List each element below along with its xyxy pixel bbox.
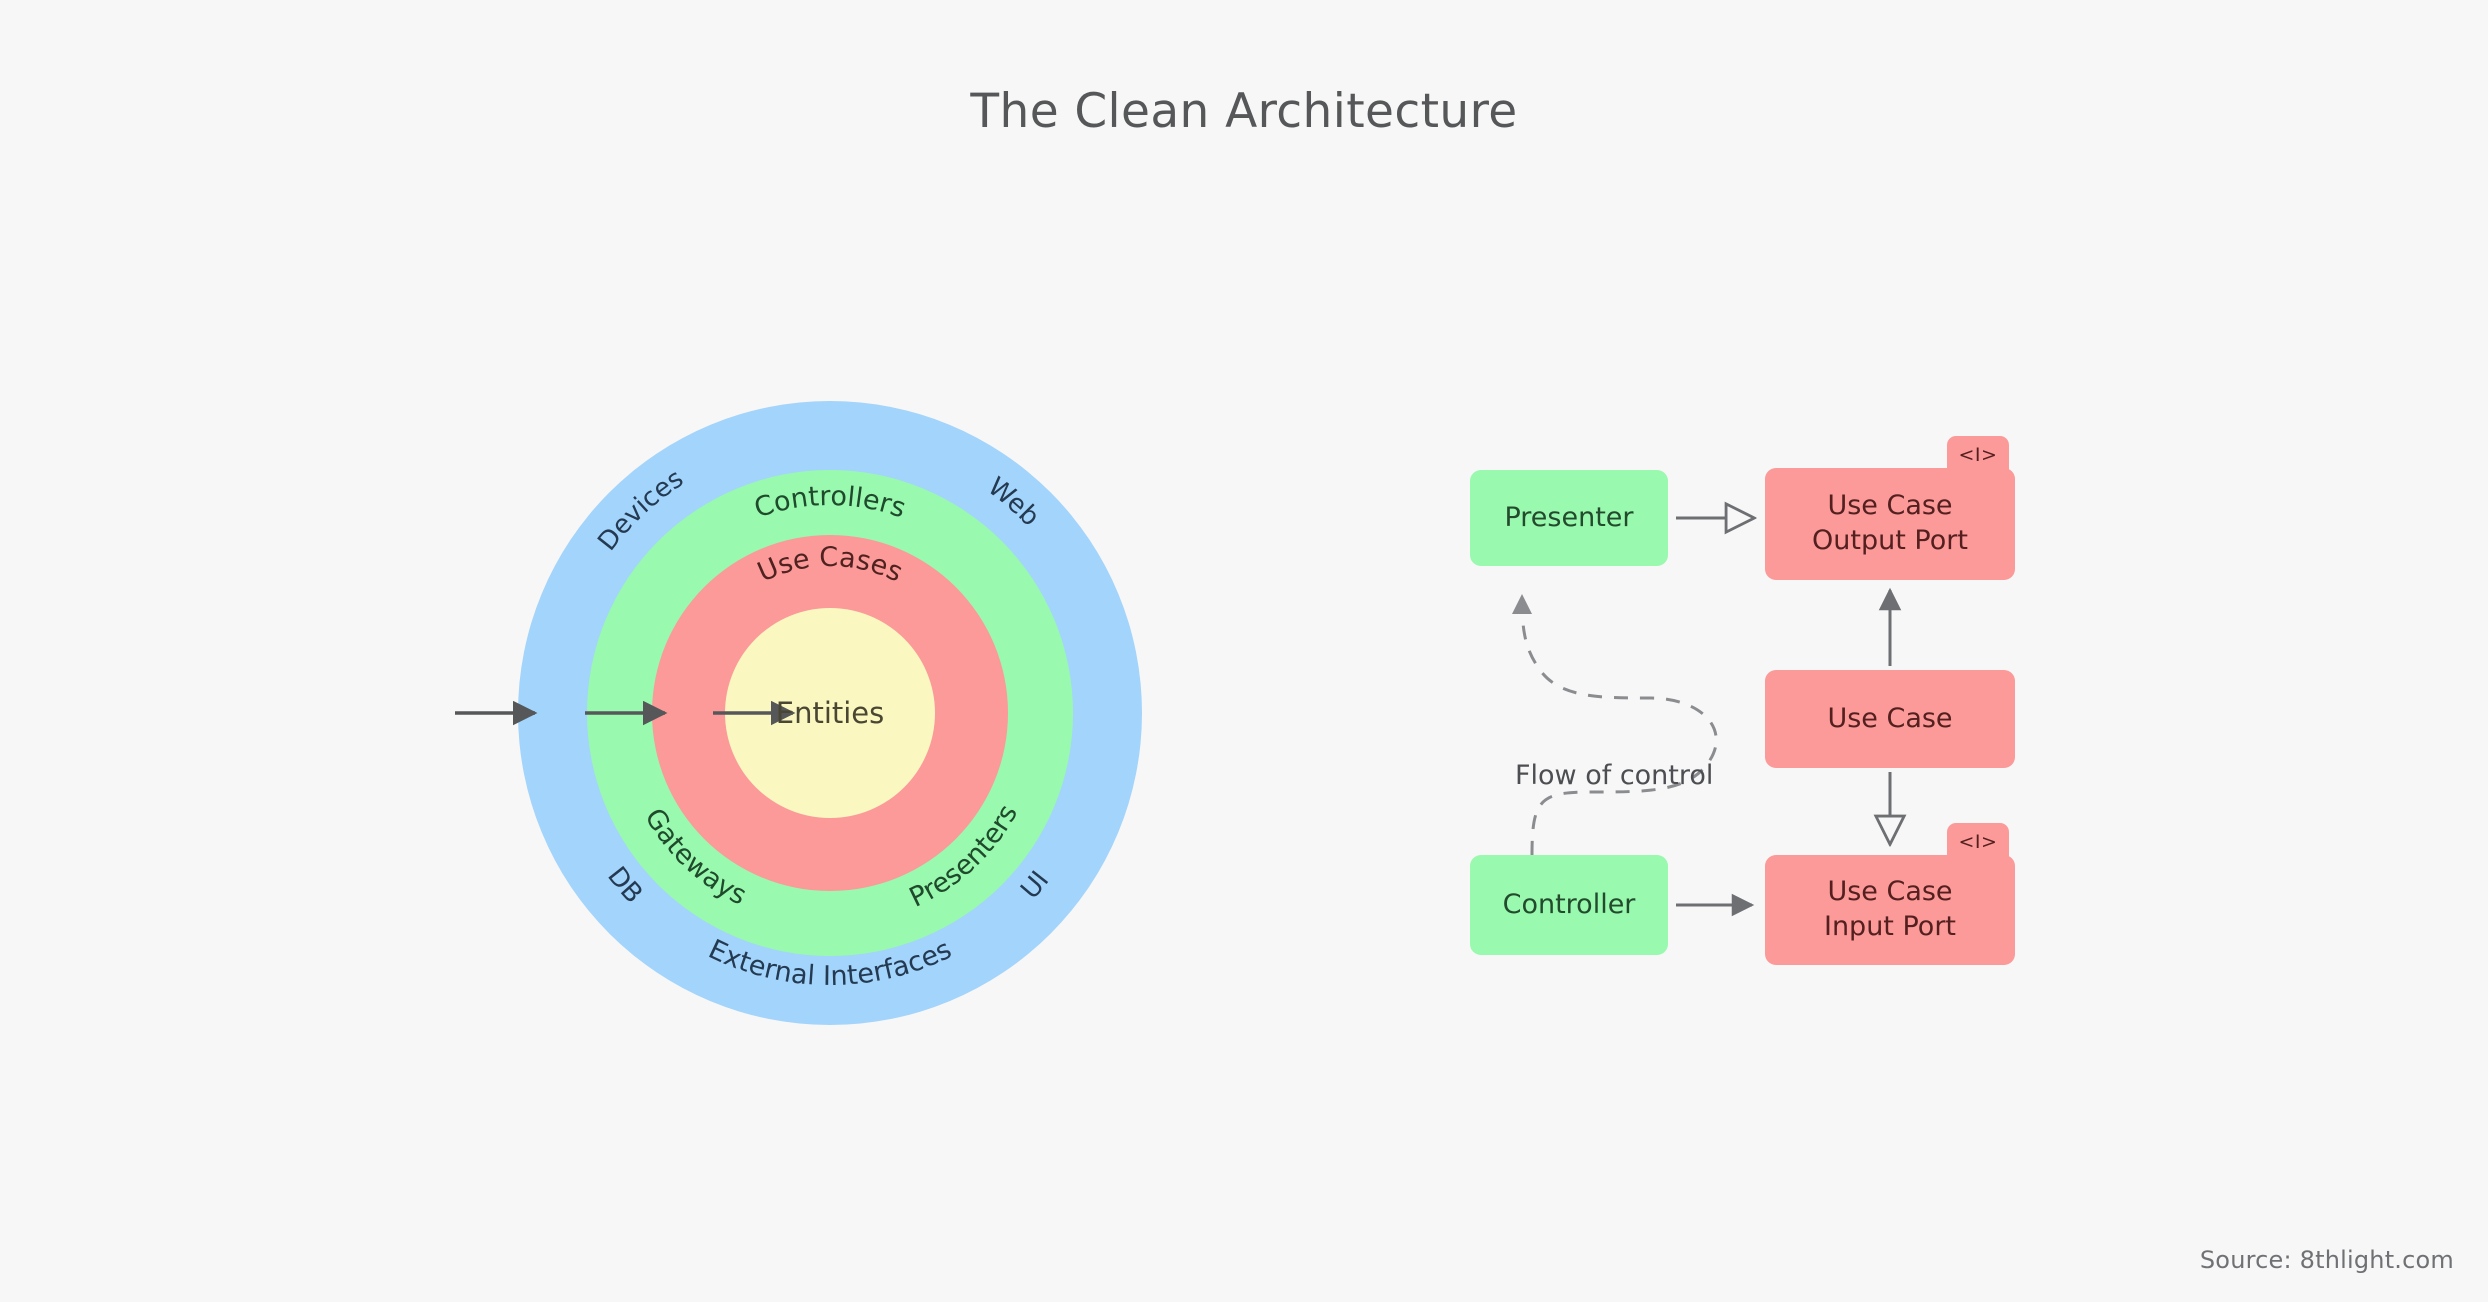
presenter-node-label: Presenter [1504,501,1634,533]
entities-core [725,608,935,818]
presenter-node[interactable]: Presenter [1470,470,1668,566]
flow-of-control-label: Flow of control [1515,760,1714,791]
flow-edges-canvas [1512,400,2400,917]
use-case-node[interactable]: Use Case [1765,670,2015,768]
use-case-input-port-node-interface-badge: <I> [1947,823,2009,861]
source-attribution: Source: 8thlight.com [2199,1246,2454,1274]
flow-edges-group [1512,518,1890,917]
flow-of-control-edge [1512,594,1718,856]
controller-node-label: Controller [1502,888,1636,920]
use-case-node-label: Use Case [1827,702,1953,734]
page-title: The Clean Architecture [970,84,1518,139]
rings-group [518,401,1142,1025]
use-case-output-port-node-interface-badge: <I> [1947,436,2009,474]
entities-label: Entities [775,696,885,730]
controller-node[interactable]: Controller [1470,855,1668,955]
